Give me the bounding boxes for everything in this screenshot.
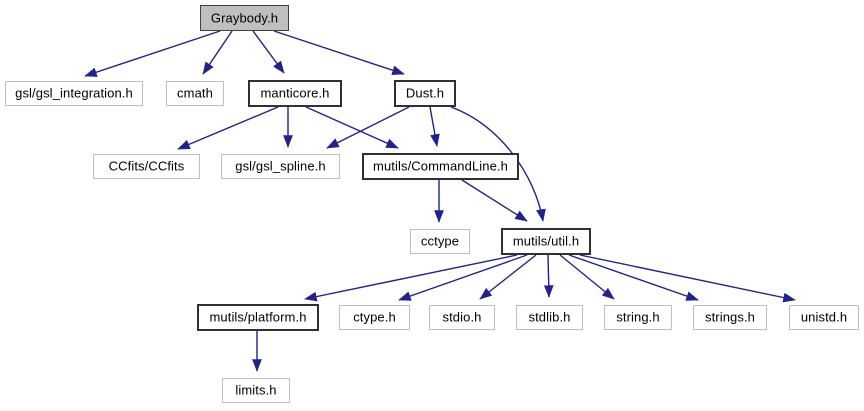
graph-node-limitsh[interactable]: limits.h [222,378,290,403]
graph-node-ctypeh[interactable]: ctype.h [339,305,410,330]
graph-node-label: Dust.h [405,85,445,101]
graph-edge-util-to-stringh [559,254,615,300]
graph-node-label: stdio.h [442,309,482,325]
graph-edge-graybody-to-cmath [202,30,233,75]
graph-edge-dust-to-commandline [429,106,440,147]
graph-node-label: stdlib.h [528,309,571,325]
graph-node-label: manticore.h [260,85,330,101]
graph-edge-util-to-ctypeh [398,254,528,301]
graph-edge-graybody-to-manticore [252,30,285,74]
graph-node-stdlibh[interactable]: stdlib.h [516,305,583,330]
graph-node-platform[interactable]: mutils/platform.h [197,304,319,331]
graph-node-graybody[interactable]: Graybody.h [200,5,289,31]
graph-node-util[interactable]: mutils/util.h [501,228,591,255]
graph-edge-graybody-to-gslintegr [84,30,221,77]
graph-node-label: mutils/CommandLine.h [373,158,508,174]
graph-node-label: string.h [616,309,660,325]
graph-edge-util-to-stringsh [568,254,699,301]
graph-node-label: Graybody.h [210,10,279,25]
graph-edge-util-to-stdlibh [543,254,554,298]
graph-node-ccfits[interactable]: CCfits/CCfits [93,154,200,179]
graph-edge-manticore-to-commandline [305,106,399,149]
graph-node-stringsh[interactable]: strings.h [693,305,767,330]
graph-node-label: CCfits/CCfits [108,158,185,174]
graph-node-gslintegr[interactable]: gsl/gsl_integration.h [5,81,143,106]
graph-node-label: cctype [420,233,460,249]
graph-node-stdioh[interactable]: stdio.h [429,305,495,330]
graph-node-label: gsl/gsl_integration.h [15,85,133,101]
graph-node-unistdh[interactable]: unistd.h [789,305,859,330]
graph-edge-manticore-to-ccfits [177,106,279,150]
graph-node-label: mutils/util.h [512,233,580,249]
graph-node-label: cmath [177,85,213,101]
graph-node-label: mutils/platform.h [209,309,307,325]
graph-node-gslspline[interactable]: gsl/gsl_spline.h [221,154,340,179]
graph-node-manticore[interactable]: manticore.h [248,80,342,107]
graph-edge-commandline-to-util [461,179,528,222]
graph-edge-util-to-unistdh [579,254,796,303]
graph-edge-dust-to-gslspline [326,106,410,149]
graph-edge-graybody-to-dust [273,30,405,75]
graph-node-label: unistd.h [800,309,848,325]
graph-node-cctype[interactable]: cctype [410,229,470,254]
graph-node-label: gsl/gsl_spline.h [235,158,326,174]
graph-node-stringh[interactable]: string.h [604,305,672,330]
graph-node-label: ctype.h [353,309,396,325]
graph-node-dust[interactable]: Dust.h [394,80,456,107]
graph-edge-util-to-stdioh [479,254,537,300]
graph-node-cmath[interactable]: cmath [166,81,224,106]
graph-node-label: limits.h [235,382,277,398]
graph-node-commandline[interactable]: mutils/CommandLine.h [362,153,519,180]
graph-node-label: strings.h [704,309,756,325]
graph-edge-util-to-platform [304,254,518,302]
